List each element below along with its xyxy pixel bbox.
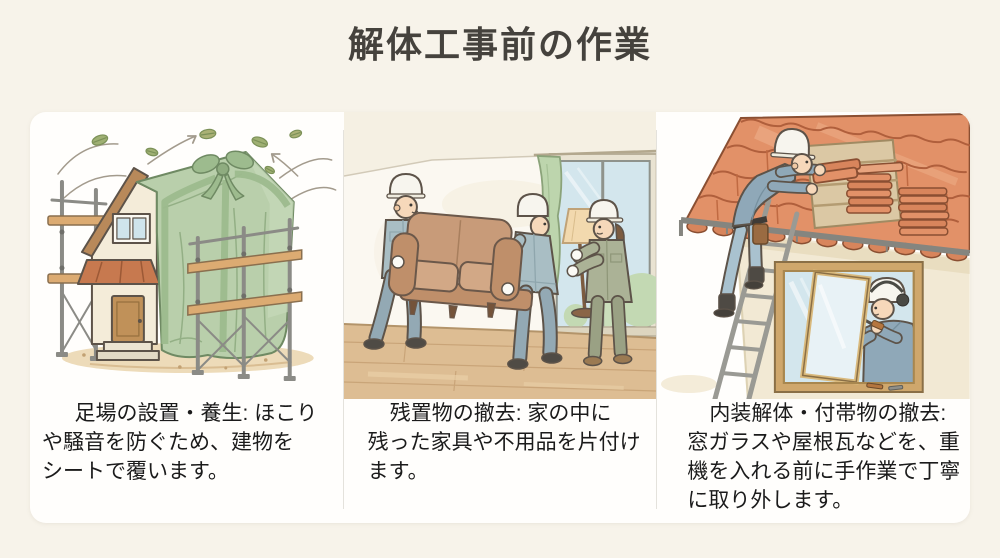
- sofa: [387, 211, 533, 319]
- leaves: [91, 128, 303, 175]
- ribbon-bow: [191, 150, 255, 201]
- content-card: 足場の設置・養生: ほこり や騒音を防ぐため、建物を シートで覆います。: [30, 112, 970, 523]
- worker-middle-hand: [500, 282, 515, 296]
- caption-leftover-removal: 残置物の撤去: 家の中に 残った家具や不用品を片付け ます。: [344, 399, 657, 486]
- wood-floor: [343, 323, 657, 399]
- illustration-wrapped-house: [30, 112, 343, 399]
- worker-on-roof: [713, 127, 862, 318]
- tile-in-hands: [812, 158, 862, 184]
- caption-line: 足場の設置・養生: ほこり: [74, 402, 318, 425]
- removed-sash: [800, 269, 873, 385]
- worker-left-hand: [390, 255, 405, 269]
- panel-divider: [342, 130, 344, 509]
- sofa-carry-svg: [343, 112, 657, 399]
- roof-removal-svg: [661, 113, 970, 399]
- caption-line: 機を入れる前に手作業で丁寧: [687, 460, 961, 483]
- tile-stacks: [846, 161, 950, 236]
- illustration-sofa-carry: [343, 112, 657, 399]
- illustration-roof-window-removal: [657, 112, 970, 399]
- wind-and-leaves: [57, 135, 337, 201]
- green-sheet: [135, 150, 295, 360]
- page-title: 解体工事前の作業: [347, 24, 652, 65]
- panel-divider: [656, 130, 658, 509]
- window-removal: [774, 261, 925, 393]
- caption-line: シートで覆います。: [42, 460, 229, 483]
- panel-leftover-removal: 残置物の撤去: 家の中に 残った家具や不用品を片付け ます。: [343, 112, 657, 523]
- house: [76, 167, 161, 361]
- panel-fixture-removal: 内装解体・付帯物の撤去: 窓ガラスや屋根瓦などを、重 機を入れる前に手作業で丁寧…: [657, 112, 970, 523]
- worker-woman: [566, 198, 633, 367]
- caption-line: ます。: [367, 460, 429, 483]
- caption-line: 内装解体・付帯物の撤去:: [709, 402, 947, 425]
- scaffold-right: [187, 218, 303, 381]
- caption-line: に取り外します。: [687, 489, 854, 512]
- wrapped-house-svg: [47, 128, 337, 381]
- caption-line: 窓ガラスや屋根瓦などを、重: [687, 431, 960, 454]
- caption-line: 残った家具や不用品を片付け: [367, 431, 641, 454]
- panel-scaffolding: 足場の設置・養生: ほこり や騒音を防ぐため、建物を シートで覆います。: [30, 112, 343, 523]
- caption-scaffolding: 足場の設置・養生: ほこり や騒音を防ぐため、建物を シートで覆います。: [30, 399, 343, 486]
- caption-fixture-removal: 内装解体・付帯物の撤去: 窓ガラスや屋根瓦などを、重 機を入れる前に手作業で丁寧…: [657, 399, 970, 515]
- caption-line: 残置物の撤去: 家の中に: [389, 402, 612, 425]
- gutter: [679, 217, 970, 256]
- caption-line: や騒音を防ぐため、建物を: [42, 431, 294, 454]
